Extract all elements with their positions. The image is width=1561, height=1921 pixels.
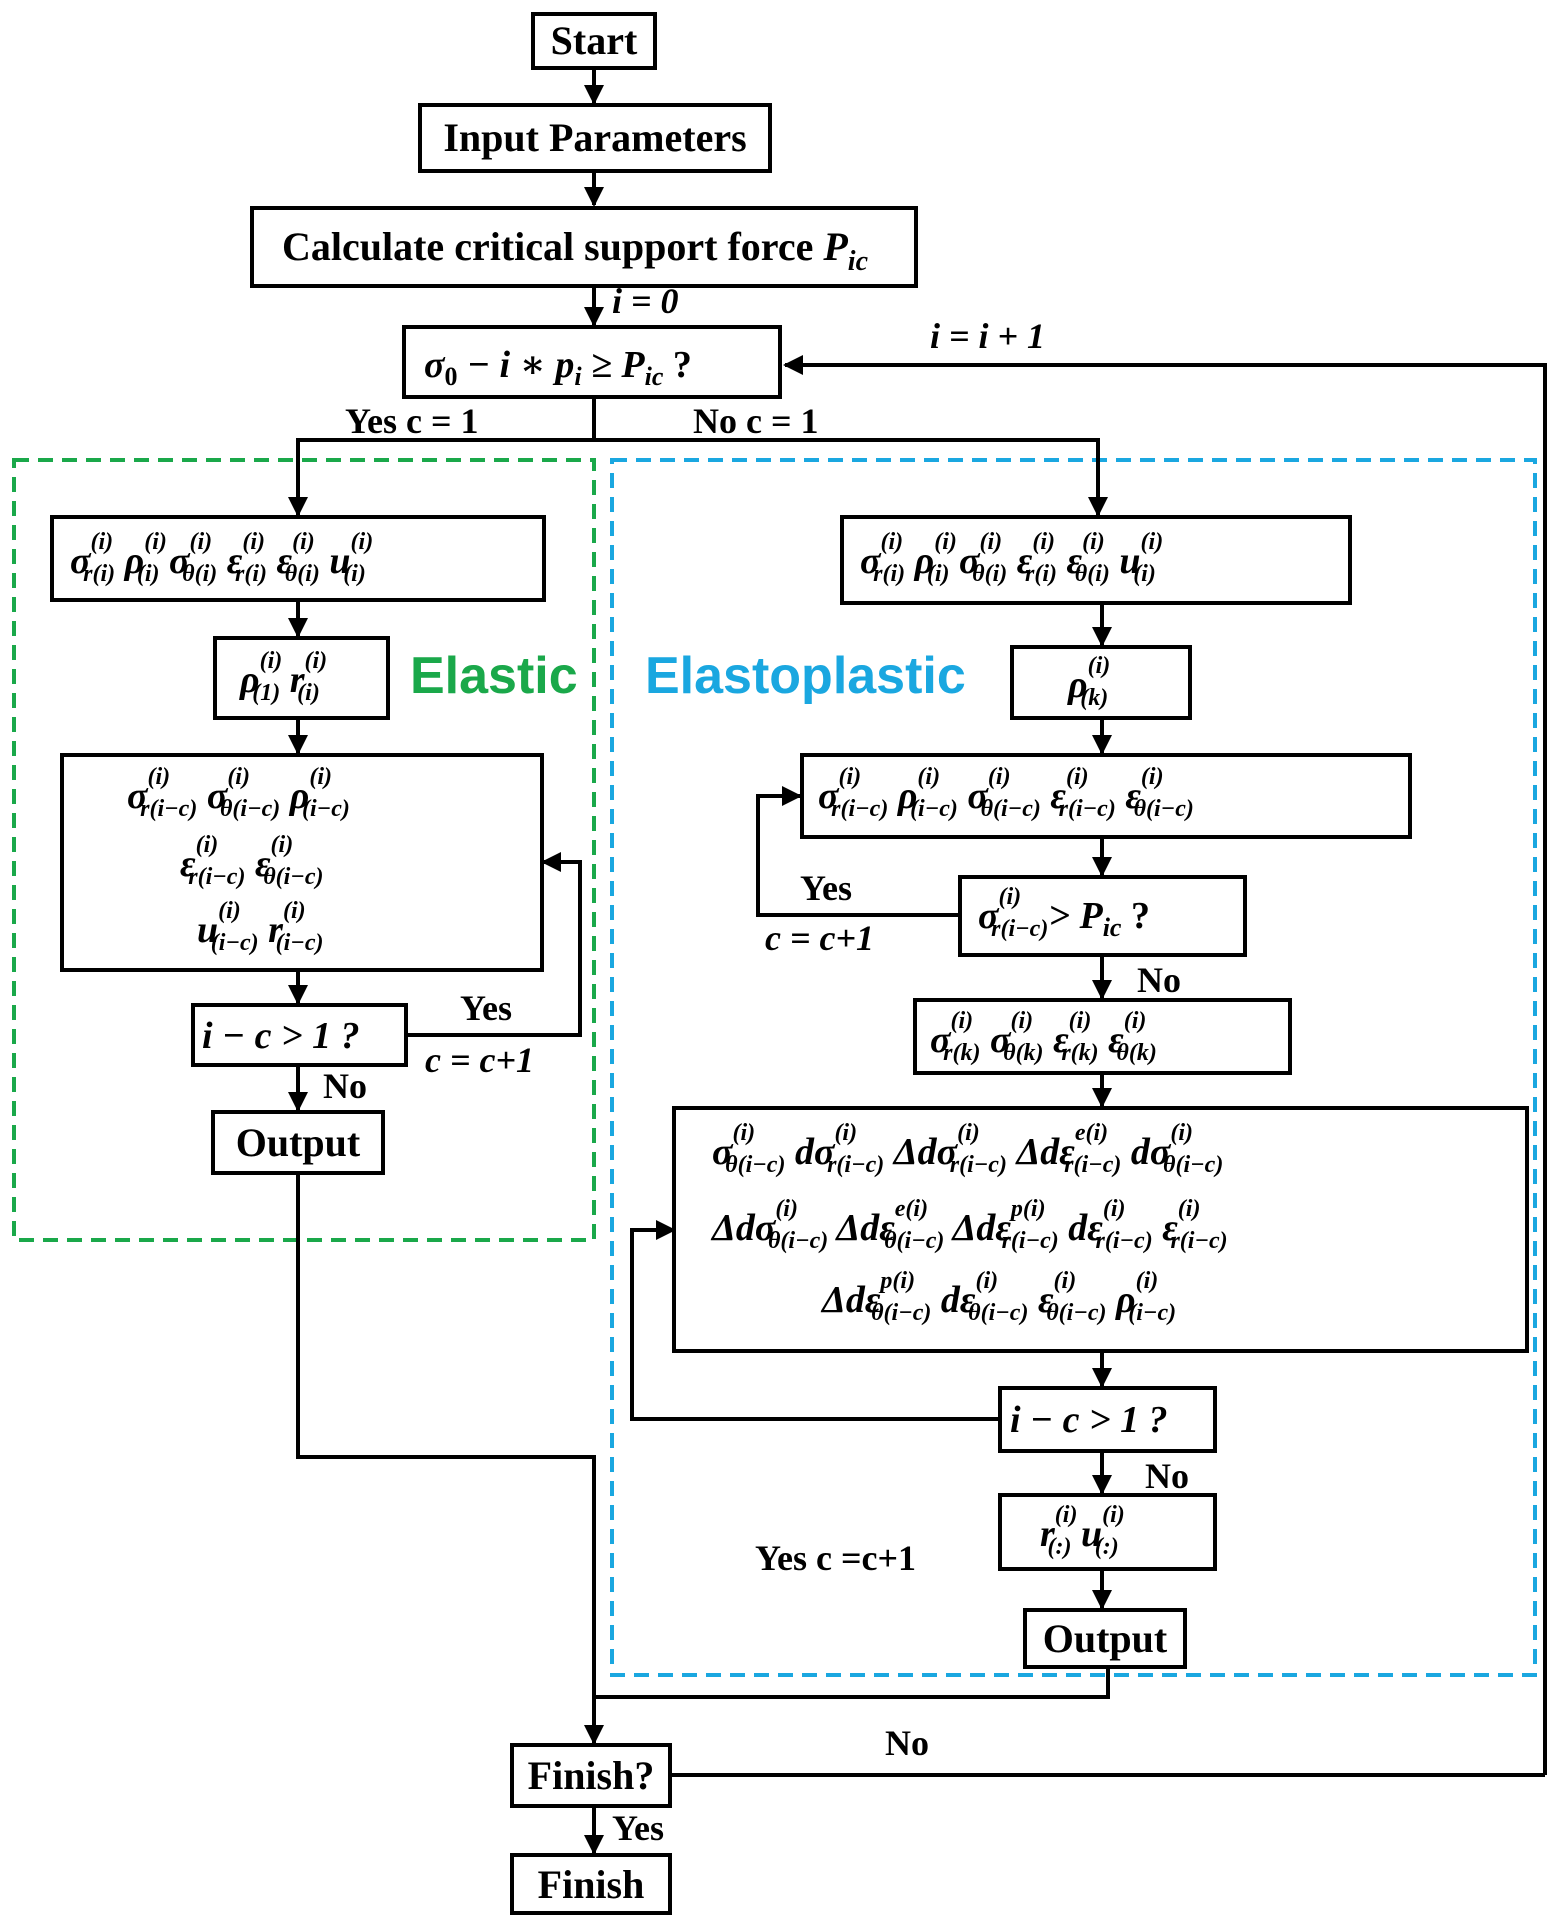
label-finish-no: No <box>885 1723 929 1763</box>
elastoplastic-state-node <box>840 515 1352 605</box>
elastic-check-text: i − c > 1 ? <box>202 1015 360 1057</box>
label-i-increment: i = i + 1 <box>930 316 1045 356</box>
elastoplastic-loop-node <box>800 753 1412 839</box>
elastic-output-node <box>211 1110 385 1175</box>
label-ep-no-stress: No <box>1137 960 1181 1000</box>
elastoplastic-output-text: Output <box>1043 1616 1168 1661</box>
label-i-zero: i = 0 <box>612 281 679 321</box>
label-yes-c1: Yes c = 1 <box>345 401 479 441</box>
elastoplastic-check-node <box>998 1386 1217 1453</box>
elastoplastic-region <box>610 458 1537 1677</box>
main-decision-text: σ0 − i ∗ pi ≥ Pic ? <box>424 344 692 391</box>
elastic-check-node <box>191 1003 408 1067</box>
elastic-loop-line1: σ(i)r(i−c) σ(i)θ(i−c) ρ(i)(i−c) <box>127 764 350 822</box>
start-text: Start <box>551 18 638 63</box>
elastic-state-text: σ(i)r(i) ρ(i)(i) σ(i)θ(i) ε(i)r(i) ε(i)θ… <box>70 529 373 587</box>
label-ep-no-check: No <box>1145 1456 1189 1496</box>
r-u-text: r(i)(:) u(i)(:) <box>1040 1502 1125 1560</box>
label-ep-yes: Yes <box>800 868 852 908</box>
finish-question-text: Finish? <box>528 1753 655 1798</box>
k-values-node <box>913 998 1292 1075</box>
elastic-state-node <box>50 515 546 602</box>
start-node <box>531 12 657 70</box>
stress-check-node <box>958 875 1247 957</box>
elastic-output-text: Output <box>236 1120 361 1165</box>
elastoplastic-output-node <box>1023 1608 1187 1669</box>
elastic-region <box>12 458 596 1242</box>
label-finish-yes: Yes <box>612 1808 664 1848</box>
calculate-node <box>250 206 918 288</box>
label-no-c1: No c = 1 <box>693 401 819 441</box>
increment-node <box>672 1106 1529 1353</box>
label-elastic-yes: Yes <box>460 988 512 1028</box>
label-ep-c-increment: c = c+1 <box>765 918 874 958</box>
elastoplastic-rho-node <box>1010 645 1192 720</box>
label-elastic-no: No <box>323 1066 367 1106</box>
elastoplastic-region-label: Elastoplastic <box>645 647 966 705</box>
finish-question-node <box>510 1743 672 1808</box>
input-parameters-text: Input Parameters <box>443 115 746 160</box>
elastoplastic-check-text: i − c > 1 ? <box>1010 1399 1168 1441</box>
main-decision-node <box>402 325 782 399</box>
r-u-node <box>998 1493 1217 1571</box>
elastic-loop-node <box>60 753 544 972</box>
finish-text: Finish <box>538 1862 645 1907</box>
calculate-text: Calculate critical support force Pic <box>282 224 869 277</box>
elastic-region-label: Elastic <box>410 647 578 705</box>
label-elastic-c-increment: c = c+1 <box>425 1040 534 1080</box>
finish-node <box>510 1853 672 1915</box>
elastic-rho-node <box>213 636 390 720</box>
label-ep-yes-c-increment: Yes c =c+1 <box>755 1538 916 1578</box>
input-parameters-node <box>418 103 772 173</box>
